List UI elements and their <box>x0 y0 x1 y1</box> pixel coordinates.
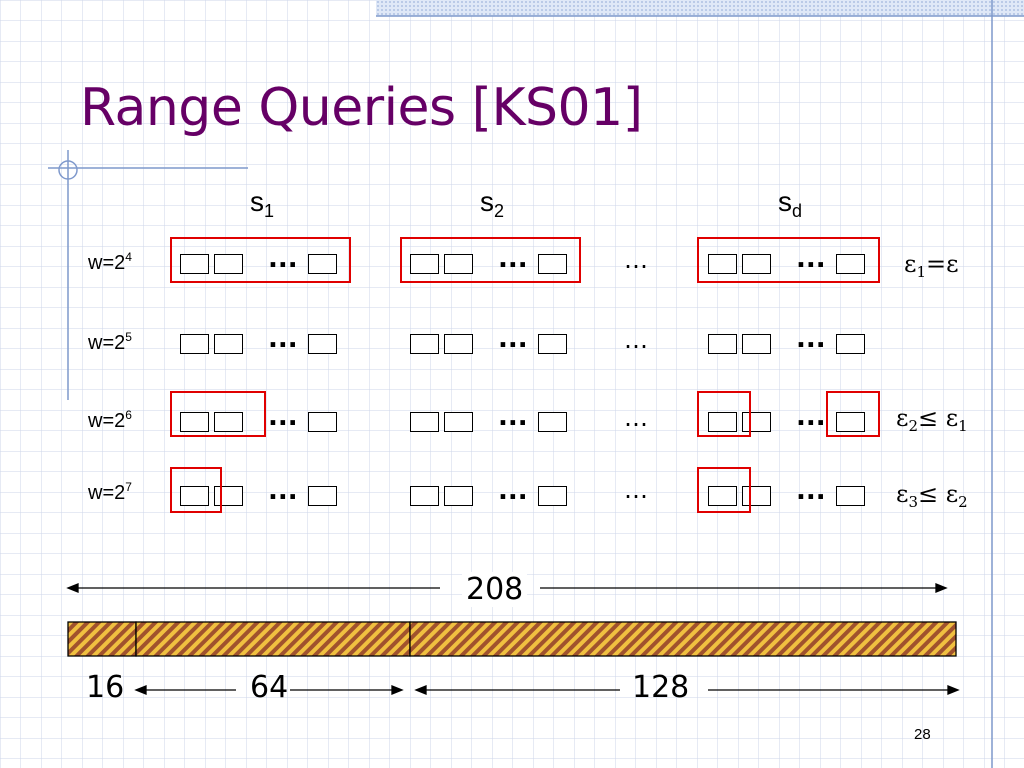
column-gap-ellipsis: … <box>624 476 648 504</box>
row-label-w6: w=26 <box>88 408 132 432</box>
cell-ellipsis: ... <box>498 324 528 354</box>
bucket-square <box>308 334 337 354</box>
bucket-square <box>708 334 737 354</box>
bucket-square <box>308 486 337 506</box>
segment-64-arrow <box>134 685 404 695</box>
bar-segment-128 <box>409 621 957 657</box>
bucket-square <box>836 412 865 432</box>
bucket-square <box>180 334 209 354</box>
top-band <box>376 0 1024 16</box>
page-number: 28 <box>914 726 931 743</box>
segment-128-arrow <box>414 685 960 695</box>
bucket-square <box>410 334 439 354</box>
bucket-group: ... <box>180 244 346 280</box>
bar-segment-64 <box>135 621 411 657</box>
cell-ellipsis: ... <box>498 476 528 506</box>
bucket-square <box>444 254 473 274</box>
segment-label-16: 16 <box>86 670 125 705</box>
highlight-box-s1-row1 <box>170 237 351 283</box>
bucket-square <box>180 254 209 274</box>
cell-ellipsis: ... <box>796 476 826 506</box>
bucket-square <box>214 334 243 354</box>
bucket-square <box>538 486 567 506</box>
bucket-group: ... <box>410 324 576 360</box>
bucket-square <box>444 486 473 506</box>
column-gap-ellipsis: … <box>624 404 648 432</box>
bucket-group: ... <box>180 324 346 360</box>
row-label-w4: w=24 <box>88 250 132 274</box>
bar-segment-16 <box>67 621 137 657</box>
bucket-square <box>708 486 737 506</box>
highlight-box-sd-row1 <box>697 237 880 283</box>
slide-title: Range Queries [KS01] <box>80 78 643 138</box>
hatched-bar <box>67 621 957 657</box>
bucket-square <box>410 254 439 274</box>
bucket-square <box>180 412 209 432</box>
highlight-box-sd-row4 <box>697 467 751 513</box>
highlight-box-sd-row3-first <box>697 391 751 437</box>
bucket-group: ... <box>708 244 874 280</box>
bucket-square <box>708 412 737 432</box>
cell-ellipsis: ... <box>498 402 528 432</box>
bucket-square <box>308 254 337 274</box>
cell-ellipsis: ... <box>796 402 826 432</box>
bucket-square <box>742 254 771 274</box>
epsilon-label-2: ε2≤ ε1 <box>896 404 968 435</box>
bucket-square <box>538 254 567 274</box>
bucket-square <box>836 486 865 506</box>
bucket-square <box>836 254 865 274</box>
epsilon-label-3: ε3≤ ε2 <box>896 480 968 511</box>
row-label-w5: w=25 <box>88 330 132 354</box>
cell-ellipsis: ... <box>268 324 298 354</box>
bucket-square <box>444 412 473 432</box>
row-label-w7: w=27 <box>88 480 132 504</box>
cell-ellipsis: ... <box>268 476 298 506</box>
bucket-square <box>308 412 337 432</box>
highlight-box-s2-row1 <box>400 237 581 283</box>
highlight-box-s1-row4 <box>170 467 222 513</box>
bucket-group: ... <box>180 402 346 438</box>
total-length-arrow <box>66 583 948 593</box>
bucket-group: ... <box>708 324 874 360</box>
highlight-box-s1-row3 <box>170 391 266 437</box>
bucket-square <box>214 412 243 432</box>
epsilon-label-1: ε1=ε <box>904 250 959 281</box>
bucket-group: ... <box>410 402 576 438</box>
cell-ellipsis: ... <box>498 244 528 274</box>
bucket-square <box>836 334 865 354</box>
column-gap-ellipsis: … <box>624 246 648 274</box>
highlight-box-sd-row3-last <box>826 391 880 437</box>
total-length-label: 208 <box>462 572 528 607</box>
bucket-square <box>742 334 771 354</box>
column-header-sd: sd <box>778 186 803 221</box>
cell-ellipsis: ... <box>268 244 298 274</box>
bucket-group: ... <box>708 402 874 438</box>
title-rule-ring <box>58 160 78 180</box>
column-header-s1: s1 <box>250 186 275 221</box>
segment-label-128: 128 <box>632 670 690 705</box>
cell-ellipsis: ... <box>796 324 826 354</box>
column-header-s2: s2 <box>480 186 505 221</box>
cell-ellipsis: ... <box>796 244 826 274</box>
bucket-square <box>410 486 439 506</box>
bucket-square <box>538 412 567 432</box>
column-gap-ellipsis: … <box>624 326 648 354</box>
cell-ellipsis: ... <box>268 402 298 432</box>
bucket-square <box>708 254 737 274</box>
bucket-square <box>444 334 473 354</box>
bucket-square <box>180 486 209 506</box>
bucket-square <box>538 334 567 354</box>
bucket-square <box>214 254 243 274</box>
bucket-group: ... <box>410 244 576 280</box>
bucket-group: ... <box>410 476 576 512</box>
bucket-square <box>410 412 439 432</box>
segment-label-64: 64 <box>250 670 289 705</box>
